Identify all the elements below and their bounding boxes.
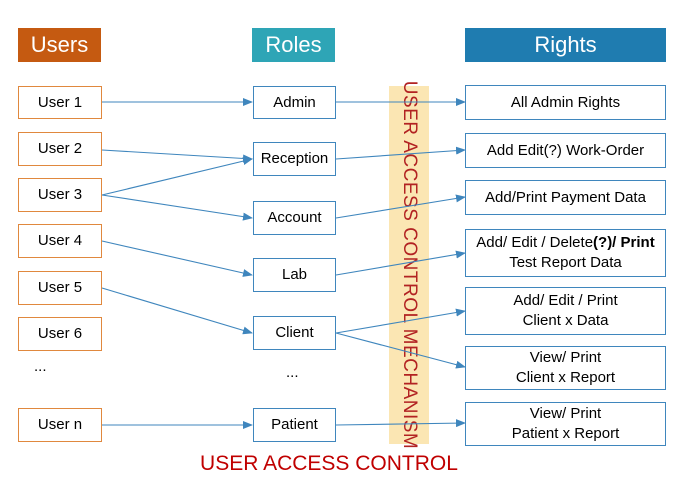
arrow-user3-account	[101, 194, 253, 221]
role-label: Admin	[273, 93, 316, 111]
right-box-all-admin: All Admin Rights	[465, 85, 666, 120]
role-label: Patient	[271, 416, 318, 433]
user-box-3: User 3	[18, 178, 102, 212]
right-label-line1: View/ Print	[529, 405, 602, 422]
right-label-line1: Add/ Edit / Print	[513, 292, 618, 309]
right-box-work-order: Add Edit(?) Work-Order	[465, 133, 666, 168]
user-box-1: User 1	[18, 86, 102, 119]
role-label: Account	[267, 209, 322, 226]
right-label: Add/Print Payment Data	[485, 188, 646, 206]
arrow-user3-reception	[101, 157, 253, 196]
right-box-payment-data: Add/Print Payment Data	[465, 180, 666, 215]
right-label-line2: Client x Data	[522, 312, 609, 329]
rights-header: Rights	[465, 28, 666, 62]
roles-header-label: Roles	[265, 32, 322, 57]
arrow-patient-patientreport	[335, 419, 466, 428]
arrow-account-payment	[335, 194, 466, 219]
arrow-client-clientdata	[335, 308, 466, 334]
right-label-line2: Patient x Report	[511, 425, 620, 442]
users-header: Users	[18, 28, 101, 62]
role-box-lab: Lab	[253, 258, 336, 292]
arrow-user2-reception	[101, 149, 253, 163]
users-header-label: Users	[30, 32, 89, 57]
roles-header: Roles	[252, 28, 335, 62]
user-box-4: User 4	[18, 224, 102, 258]
user-box-5: User 5	[18, 271, 102, 305]
user-label: User 4	[37, 232, 83, 249]
role-box-reception: Reception	[253, 142, 336, 176]
right-box-test-report: Add/ Edit / Delete(?)/ Print Test Report…	[465, 229, 666, 277]
right-label-line2: Test Report Data	[509, 254, 622, 271]
user-label: User 1	[37, 93, 83, 111]
right-label-line2: Client x Report	[515, 369, 616, 386]
user-label: User 6	[37, 325, 83, 342]
user-label: User 3	[37, 186, 83, 203]
users-ellipsis: ...	[34, 358, 47, 375]
right-label-bold-part: (?)/ Print	[593, 234, 655, 251]
right-label: All Admin Rights	[510, 93, 621, 111]
role-box-patient: Patient	[253, 408, 336, 442]
arrow-user4-lab	[101, 240, 253, 277]
roles-ellipsis: ...	[286, 364, 299, 381]
role-box-client: Client	[253, 316, 336, 350]
role-label: Reception	[260, 150, 329, 167]
role-label: Lab	[281, 266, 308, 283]
user-label: User 2	[37, 140, 83, 157]
diagram-title: USER ACCESS CONTROL	[200, 452, 458, 475]
right-label-part: Add/ Edit / Delete	[476, 234, 594, 251]
user-box-2: User 2	[18, 132, 102, 166]
rights-header-label: Rights	[534, 32, 597, 57]
user-label: User n	[37, 416, 83, 433]
right-box-patient-report: View/ Print Patient x Report	[465, 402, 666, 446]
role-box-admin: Admin	[253, 86, 336, 119]
arrow-user5-client	[101, 287, 253, 335]
right-label-line1: Add/ Edit / Delete(?)/ Print	[476, 233, 654, 253]
right-box-client-report: View/ Print Client x Report	[465, 346, 666, 390]
user-box-n: User n	[18, 408, 102, 442]
arrow-client-clientreport	[335, 332, 466, 369]
right-label-line1: View/ Print	[529, 349, 602, 366]
arrow-lab-testreport	[335, 250, 466, 276]
user-label: User 5	[37, 279, 83, 296]
right-label: Add Edit(?) Work-Order	[486, 141, 645, 159]
user-box-6: User 6	[18, 317, 102, 351]
role-label: Client	[275, 324, 314, 341]
arrow-reception-workorder	[335, 146, 466, 160]
right-box-client-data: Add/ Edit / Print Client x Data	[465, 287, 666, 335]
role-box-account: Account	[253, 201, 336, 235]
